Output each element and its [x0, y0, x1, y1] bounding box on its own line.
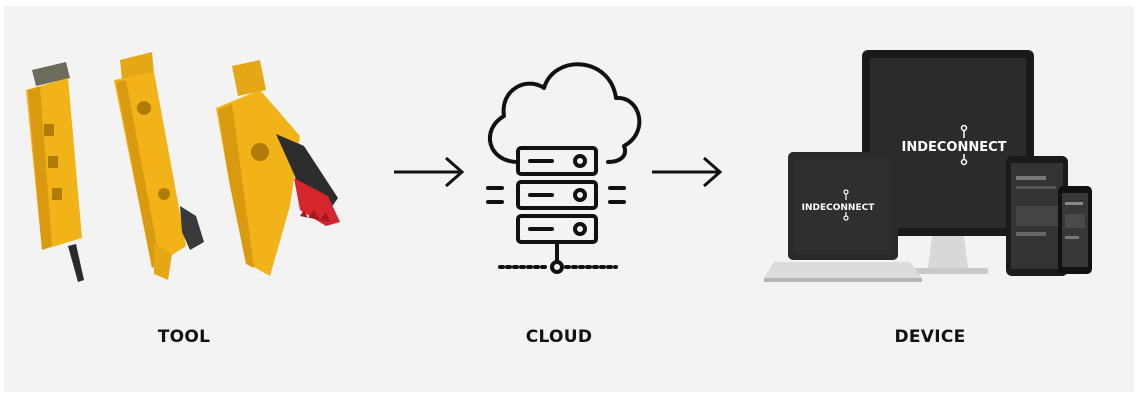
step-label-device: DEVICE — [894, 327, 965, 347]
breaker-hammer-icon — [26, 62, 84, 282]
devices-icon: INDECONNECT INDECONNECT — [764, 50, 1092, 282]
arrow-right-icon — [394, 156, 465, 188]
brand-logo-monitor: INDECONNECT — [901, 140, 1006, 155]
phone-icon — [1058, 186, 1092, 274]
tablet-icon — [1006, 156, 1068, 276]
laptop-icon: INDECONNECT — [764, 152, 922, 282]
step-label-tool: TOOL — [158, 327, 211, 347]
diagram-canvas: INDECONNECT INDECONNECT — [4, 6, 1134, 392]
demolition-shear-icon — [216, 60, 340, 276]
cloud-server-icon — [486, 62, 642, 274]
step-label-cloud: CLOUD — [526, 327, 593, 347]
arrow-right-icon — [652, 156, 723, 188]
hydraulic-tools-icon — [26, 52, 340, 282]
monitor-icon: INDECONNECT — [862, 50, 1034, 274]
pulverizer-icon — [114, 52, 204, 280]
brand-logo-laptop: INDECONNECT — [802, 203, 876, 213]
